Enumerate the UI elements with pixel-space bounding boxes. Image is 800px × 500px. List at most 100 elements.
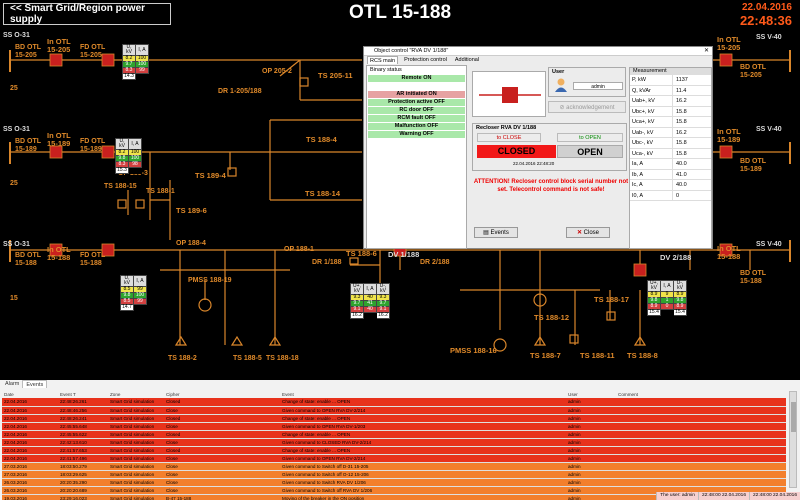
measurement-value: 41.0 xyxy=(676,171,687,178)
column-header[interactable]: Date xyxy=(2,391,58,398)
ss-label: SS O-31 xyxy=(3,126,30,133)
device-label[interactable]: TS 188-12 xyxy=(534,313,570,322)
event-cell: Smart Grid simulation xyxy=(108,438,164,447)
device-label[interactable]: TS 188-15 xyxy=(104,183,137,190)
device-label[interactable]: TS 188-17 xyxy=(594,295,630,304)
measurement-value: 1137 xyxy=(676,77,688,83)
device-label[interactable]: DR 2/188 xyxy=(420,259,450,266)
column-header[interactable]: Event xyxy=(280,391,566,398)
to-open-button[interactable]: to OPEN xyxy=(557,133,623,142)
measurement-key: Ubc-, kV xyxy=(630,138,673,148)
tab-rcs-main[interactable]: RCS main xyxy=(367,56,399,64)
column-header[interactable]: Comment xyxy=(616,391,786,398)
tab-events[interactable]: Events xyxy=(22,380,48,388)
device-label[interactable]: TS 188-2 xyxy=(168,355,197,362)
measurement-value: 16.2 xyxy=(676,129,687,136)
device-label[interactable]: TS 189-6 xyxy=(176,206,207,215)
device-label[interactable]: TS 188-11 xyxy=(580,351,615,360)
device-label[interactable]: TS 188-5 xyxy=(233,355,262,362)
measurement-key: Uca+, kV xyxy=(630,117,673,127)
user-title: User xyxy=(552,69,565,75)
event-cell: Change of state: enable ... OPEN xyxy=(280,414,566,423)
status-rcm-fault: RCM fault OFF xyxy=(368,115,465,122)
event-cell xyxy=(616,398,786,407)
in-label: In OTL 15-188 xyxy=(47,245,71,263)
events-button[interactable]: ▤ Events xyxy=(474,227,518,238)
device-label[interactable]: TS 188-8 xyxy=(627,351,658,360)
tab-additional[interactable]: Additional xyxy=(454,57,480,63)
column-header[interactable]: Zone xyxy=(108,391,164,398)
device-label[interactable]: OP 205-2 xyxy=(262,68,292,75)
device-label[interactable]: TS 188-1 xyxy=(146,188,175,195)
device-label[interactable]: TS 188-18 xyxy=(266,355,299,362)
events-icon: ▤ xyxy=(483,230,491,236)
event-cell xyxy=(616,430,786,439)
tab-alarm[interactable]: Alarm xyxy=(5,381,20,387)
event-cell: 23:29:16.023 xyxy=(58,494,108,500)
device-label[interactable]: OP 188-4 xyxy=(176,240,206,247)
device-label[interactable]: TS 205-11 xyxy=(318,71,353,80)
event-cell: Smart Grid simulation xyxy=(108,422,164,431)
event-cell: 26.03.2016 xyxy=(2,486,58,495)
acknowledgement-button[interactable]: ⊘ acknowledgement xyxy=(548,101,626,113)
ss-label: SS O-31 xyxy=(3,32,30,39)
column-header[interactable]: Cipher xyxy=(164,391,280,398)
scrollbar-thumb[interactable] xyxy=(791,402,796,432)
event-cell: Given command to Switch RVA DV 1/206 xyxy=(280,478,566,487)
device-label[interactable]: TS 189-4 xyxy=(195,171,226,180)
event-cell: admin xyxy=(566,446,616,455)
measurement-key: Ic, A xyxy=(630,180,673,190)
back-to-region-button[interactable]: << Smart Grid/Region power supply xyxy=(3,3,171,25)
user-icon xyxy=(555,78,567,92)
feeder-number: 25 xyxy=(10,180,18,187)
column-header[interactable]: Event T xyxy=(58,391,108,398)
dialog-title-text: Object control "RVA DV 1/188" xyxy=(374,48,449,54)
event-cell: admin xyxy=(566,398,616,407)
close-icon[interactable]: ✕ xyxy=(703,48,709,54)
event-cell: Close xyxy=(164,438,280,447)
event-cell: Smart Grid simulation xyxy=(108,454,164,463)
status-warning: Warning OFF xyxy=(368,131,465,138)
tab-protection-control[interactable]: Protection control xyxy=(404,57,447,63)
event-cell: 22:45:55.622 xyxy=(58,430,108,439)
measurement-value: 15.8 xyxy=(676,108,687,115)
device-label[interactable]: TS 188-4 xyxy=(306,135,337,144)
measurement-value: 40.0 xyxy=(676,182,687,188)
event-cell: 22:41:57.653 xyxy=(58,446,108,455)
column-header[interactable]: User xyxy=(566,391,616,398)
device-label[interactable]: DR 1-205/188 xyxy=(218,88,262,95)
to-close-button[interactable]: to CLOSE xyxy=(477,133,541,142)
events-scrollbar[interactable] xyxy=(789,391,797,488)
event-cell xyxy=(616,446,786,455)
device-label[interactable]: DR 1/188 xyxy=(312,259,342,266)
device-label[interactable]: TS 188-6 xyxy=(346,249,377,258)
measurement-key: Uab+, kV xyxy=(630,96,673,106)
device-label[interactable]: OP 189-3 xyxy=(118,170,148,177)
device-label[interactable]: TS 188-14 xyxy=(305,189,341,198)
status-user: The user: admin xyxy=(656,492,698,500)
device-label[interactable]: DV 1/188 xyxy=(388,250,420,259)
device-label[interactable]: OP 188-1 xyxy=(284,246,314,253)
event-cell: 22.04.2016 xyxy=(2,422,58,431)
device-label[interactable]: PMSS 188-16 xyxy=(450,346,497,355)
device-label[interactable]: DV 2/188 xyxy=(660,253,692,262)
binary-status-title: Binary status xyxy=(370,67,402,73)
device-label[interactable]: TS 188-7 xyxy=(530,351,561,360)
close-button[interactable]: ✕ Close xyxy=(566,227,610,238)
device-label[interactable]: PMSS 188-19 xyxy=(188,277,232,284)
status-time-1: 22:48:00 22.04.2016 xyxy=(697,492,749,500)
